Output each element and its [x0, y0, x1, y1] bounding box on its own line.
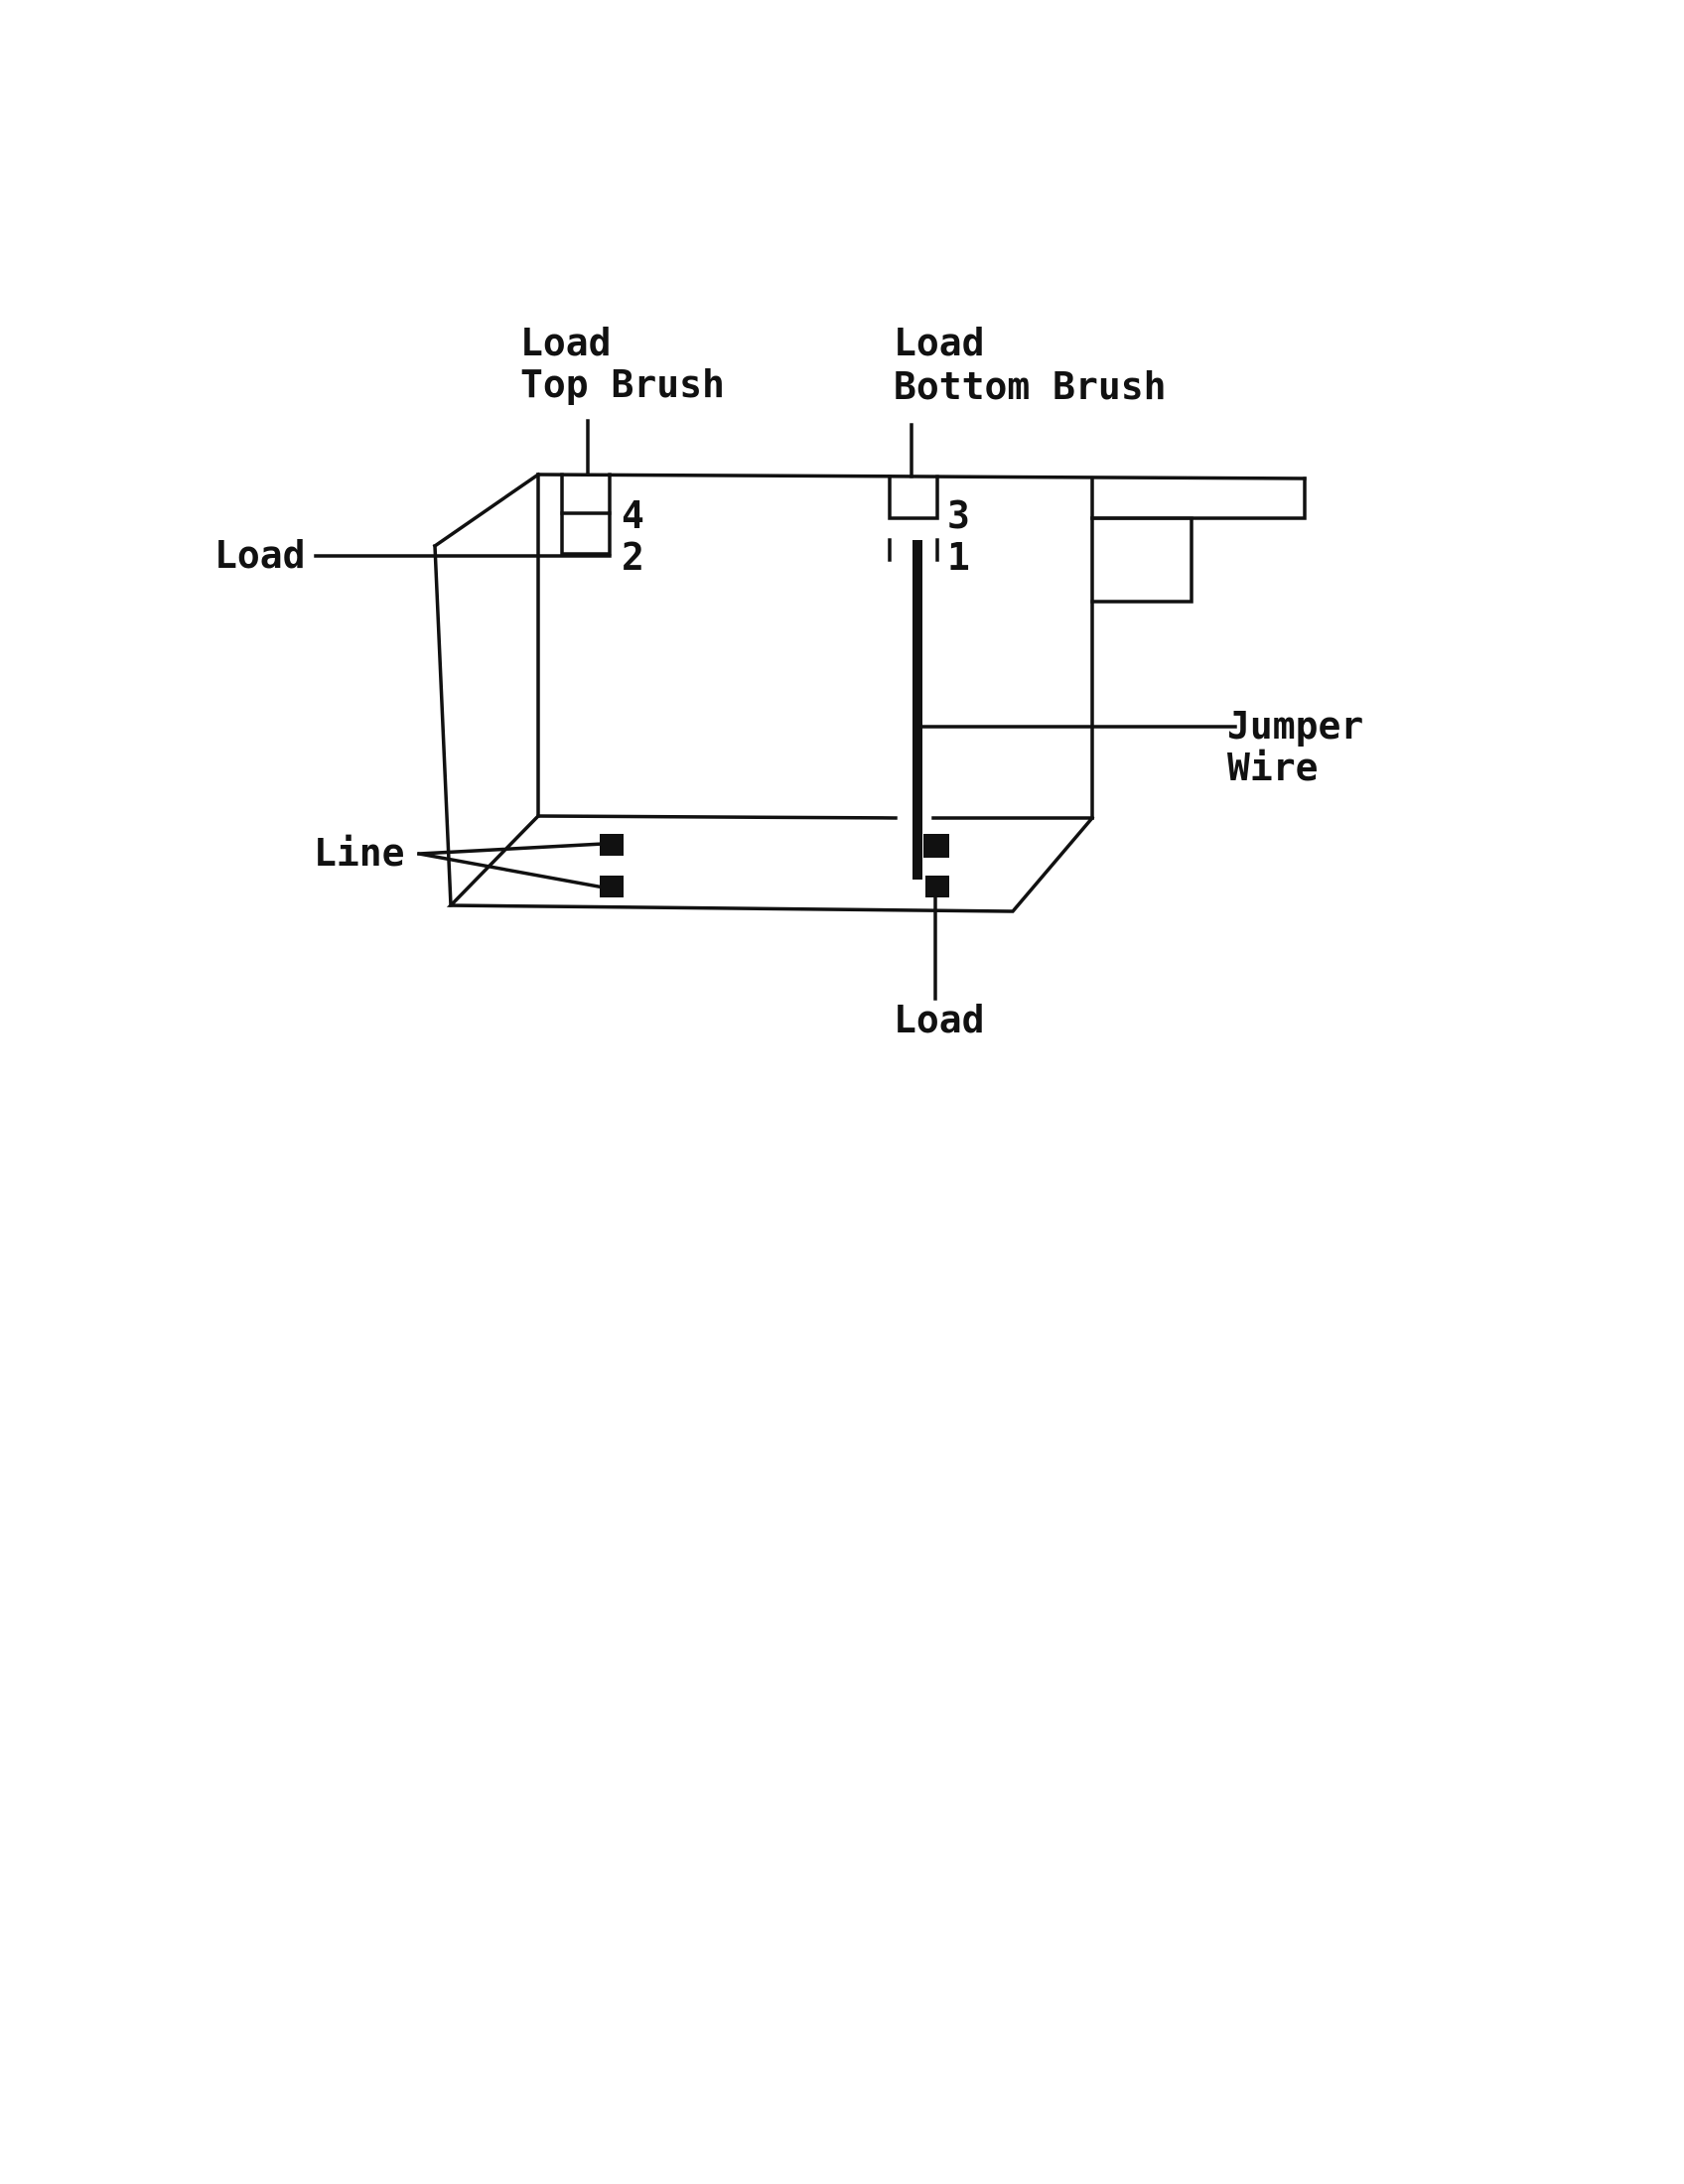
label-top-brush: Top Brush: [520, 362, 725, 406]
line-lead-lower: [416, 851, 607, 890]
line-lead-upper: [417, 842, 606, 856]
load-terminal-lower: [925, 876, 949, 897]
label-line: Line: [314, 831, 405, 875]
box-right-bracket: [1090, 516, 1193, 604]
box-right-tab: [1090, 477, 1307, 520]
box-top-edge: [536, 473, 1307, 480]
label-jumper: Jumper: [1227, 704, 1363, 748]
terminal-1-label: 1: [947, 535, 970, 579]
terminal-1-bracket: [888, 538, 939, 562]
box-front-bottom-edge: [536, 814, 1094, 820]
label-bottom-brush: Bottom Brush: [894, 364, 1167, 408]
line-terminal-upper: [600, 834, 624, 856]
terminal-4-label: 4: [622, 493, 644, 537]
load-terminal-upper: [923, 834, 949, 858]
bottom-brush-bracket: [888, 475, 939, 520]
label-wire: Wire: [1227, 746, 1319, 789]
label-bottom-brush-load: Load: [894, 321, 985, 364]
label-bottom-load: Load: [894, 998, 985, 1041]
box-left-perspective-edge: [433, 544, 453, 907]
terminal-2-label: 2: [622, 535, 644, 579]
box-left-perspective-top: [432, 472, 541, 549]
line-terminal-lower: [600, 876, 624, 897]
label-top-brush-load: Load: [520, 321, 612, 364]
label-left-load: Load: [214, 533, 306, 577]
terminal-3-label: 3: [947, 493, 970, 537]
base-plate: [446, 813, 1095, 913]
